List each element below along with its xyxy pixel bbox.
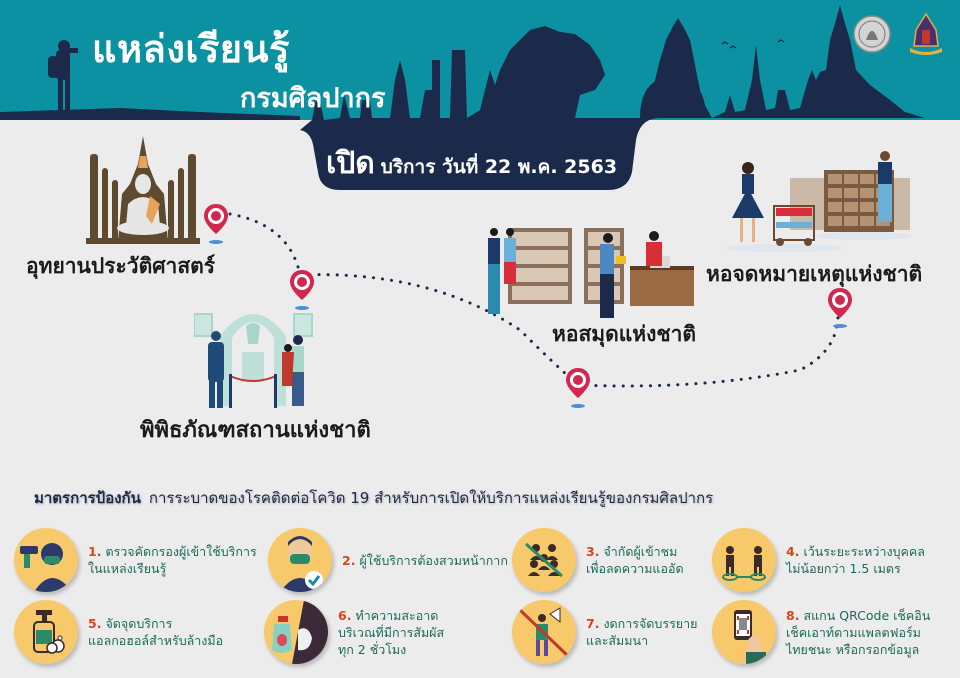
social-distance-icon (712, 528, 776, 592)
measure-text: ทุก 2 ชั่วโมง (338, 641, 407, 657)
location-pin-icon (204, 204, 228, 244)
measure-text: ตรวจคัดกรองผู้เข้าใช้บริการ (105, 544, 257, 559)
place-label-national-library: หอสมุดแห่งชาติ (552, 322, 697, 346)
measures-heading-rest: การระบาดของโรคติดต่อโควิด 19 สำหรับการเป… (148, 489, 714, 507)
place-label-national-museum: พิพิธภัณฑสถานแห่งชาติ (140, 418, 371, 443)
measure-item-6: 6.ทำความสะอาด บริเวณที่มีการสัมผัส ทุก 2… (264, 600, 444, 664)
fine-arts-seal-logo (853, 15, 891, 53)
measure-text: เว้นระยะระหว่างบุคคล (803, 544, 925, 559)
ministry-of-culture-logo (910, 12, 942, 55)
measure-item-1: 1.ตรวจคัดกรองผู้เข้าใช้บริการ ในแหล่งเรี… (14, 528, 257, 592)
measure-text: ผู้ใช้บริการต้องสวมหน้ากาก (359, 552, 508, 568)
measure-text: ในแหล่งเรียนรู้ (88, 561, 167, 576)
page-title: แหล่งเรียนรู้ (92, 27, 290, 71)
location-pin-icon (828, 288, 852, 328)
measure-text: งดการจัดบรรยาย (603, 616, 698, 631)
hand-sanitizer-icon (14, 600, 78, 664)
measure-number: 5. (88, 616, 102, 631)
temple-skyline-silhouette (0, 5, 925, 190)
measure-number: 7. (586, 616, 600, 631)
face-mask-icon (268, 528, 332, 592)
no-crowd-icon (512, 528, 576, 592)
measure-item-3: 3.จำกัดผู้เข้าชม เพื่อลดความแออัด (512, 528, 684, 592)
measure-text: ไม่น้อยกว่า 1.5 เมตร (786, 561, 901, 576)
measure-item-2: 2.ผู้ใช้บริการต้องสวมหน้ากาก (268, 528, 508, 592)
measure-item-7: 7.งดการจัดบรรยาย และสัมมนา (512, 600, 697, 664)
cleaning-spray-icon (264, 600, 328, 664)
measure-text: สแกน QRCode เช็คอิน (803, 607, 931, 623)
no-lecture-icon (512, 600, 576, 664)
measure-number: 3. (586, 544, 600, 559)
location-pin-icon (566, 368, 590, 408)
national-museum-illustration (194, 313, 313, 408)
measure-text: ไทยชนะ หรือกรอกข้อมูล (786, 641, 920, 657)
measure-number: 8. (786, 607, 800, 623)
measure-text: ทำความสะอาด (355, 607, 439, 623)
measure-number: 4. (786, 544, 800, 559)
measure-text: และสัมมนา (586, 633, 649, 648)
measure-text: จัดจุดบริการ (105, 616, 173, 631)
measure-item-8: 8.สแกน QRCode เช็คอิน เช็คเอาท์ตามแพลตฟอ… (712, 600, 930, 664)
place-label-historical-park: อุทยานประวัติศาสตร์ (26, 254, 216, 278)
header-band (0, 0, 960, 120)
open-date-text: บริการ วันที่ 22 พ.ค. 2563 (380, 156, 618, 178)
measure-number: 6. (338, 607, 352, 623)
measure-item-5: 5.จัดจุดบริการ แอลกอฮอล์สำหรับล้างมือ (14, 600, 223, 664)
thermometer-scan-icon (14, 528, 78, 592)
qr-scan-phone-icon (712, 600, 776, 664)
measure-item-4: 4.เว้นระยะระหว่างบุคคล ไม่น้อยกว่า 1.5 เ… (712, 528, 925, 592)
measures-heading: มาตรการป้องกัน การระบาดของโรคติดต่อโควิด … (34, 486, 713, 510)
national-library-illustration (488, 228, 694, 318)
place-label-national-archives: หอจดหมายเหตุแห่งชาติ (706, 262, 923, 286)
measure-number: 1. (88, 544, 102, 559)
open-label: เปิด (326, 146, 375, 181)
measure-text: เช็คเอาท์ตามแพลตฟอร์ม (786, 624, 921, 640)
location-pin-icon (290, 270, 314, 310)
national-archives-illustration (724, 151, 912, 252)
measures-heading-bold: มาตรการป้องกัน (34, 489, 141, 507)
measure-text: บริเวณที่มีการสัมผัส (338, 624, 445, 640)
measure-text: เพื่อลดความแออัด (586, 561, 684, 576)
page-subtitle: กรมศิลปากร (240, 83, 386, 114)
historical-park-illustration (86, 136, 200, 244)
measure-text: จำกัดผู้เข้าชม (603, 544, 678, 559)
measure-text: แอลกอฮอล์สำหรับล้างมือ (88, 633, 224, 648)
opening-date-banner: เปิด บริการ วันที่ 22 พ.ค. 2563 (326, 142, 617, 186)
measure-number: 2. (342, 552, 356, 568)
